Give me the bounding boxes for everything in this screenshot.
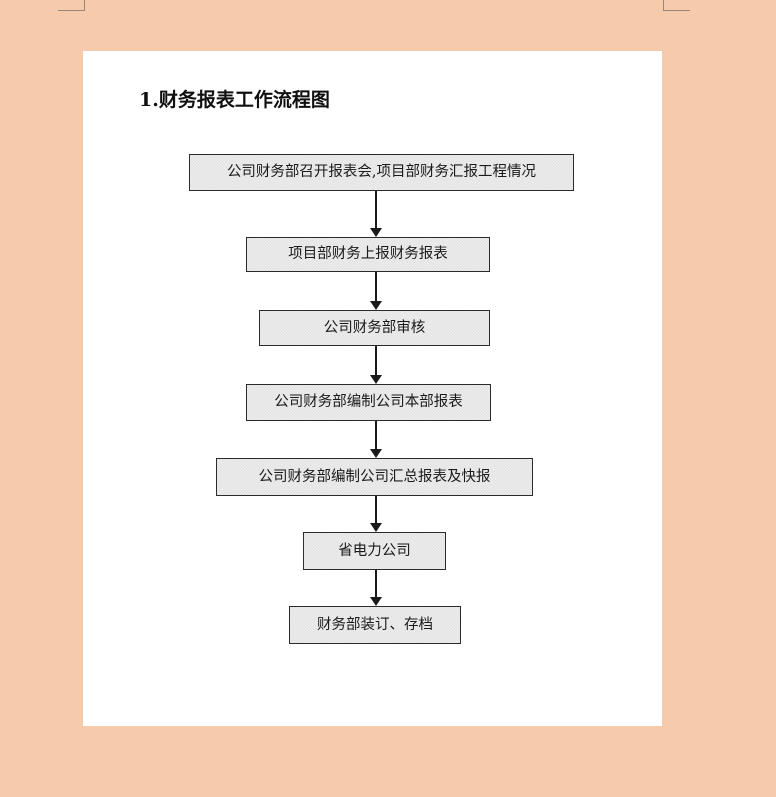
- arrow-down-icon: [370, 449, 382, 458]
- flow-node-label: 公司财务部召开报表会,项目部财务汇报工程情况: [226, 164, 537, 181]
- flow-node-2: 项目部财务上报财务报表: [246, 237, 490, 272]
- flow-node-label: 省电力公司: [338, 542, 411, 559]
- flow-node-4: 公司财务部编制公司本部报表: [246, 384, 491, 421]
- connector-line: [375, 496, 377, 525]
- crop-mark-top-right: [663, 0, 690, 11]
- flow-node-label: 财务部装订、存档: [317, 616, 433, 633]
- document-page: 1.财务报表工作流程图 公司财务部召开报表会,项目部财务汇报工程情况项目部财务上…: [83, 51, 662, 726]
- arrow-down-icon: [370, 301, 382, 310]
- connector-line: [375, 570, 377, 599]
- flow-node-7: 财务部装订、存档: [289, 606, 461, 644]
- flow-node-label: 公司财务部编制公司汇总报表及快报: [258, 468, 491, 485]
- arrow-down-icon: [370, 375, 382, 384]
- crop-mark-top-left: [58, 0, 85, 11]
- arrow-down-icon: [370, 523, 382, 532]
- connector-line: [375, 421, 377, 451]
- arrow-down-icon: [370, 228, 382, 237]
- arrow-down-icon: [370, 597, 382, 606]
- flow-node-6: 省电力公司: [303, 532, 446, 570]
- flow-node-3: 公司财务部审核: [259, 310, 490, 346]
- page-title: 1.财务报表工作流程图: [139, 89, 330, 111]
- connector-line: [375, 191, 377, 230]
- flowchart: 公司财务部召开报表会,项目部财务汇报工程情况项目部财务上报财务报表公司财务部审核…: [83, 51, 662, 726]
- flow-node-label: 公司财务部编制公司本部报表: [274, 394, 463, 411]
- flow-node-label: 公司财务部审核: [323, 319, 426, 336]
- flow-node-1: 公司财务部召开报表会,项目部财务汇报工程情况: [189, 154, 574, 191]
- connector-line: [375, 272, 377, 303]
- flow-node-label: 项目部财务上报财务报表: [288, 246, 448, 263]
- connector-line: [375, 346, 377, 377]
- flow-node-5: 公司财务部编制公司汇总报表及快报: [216, 458, 533, 496]
